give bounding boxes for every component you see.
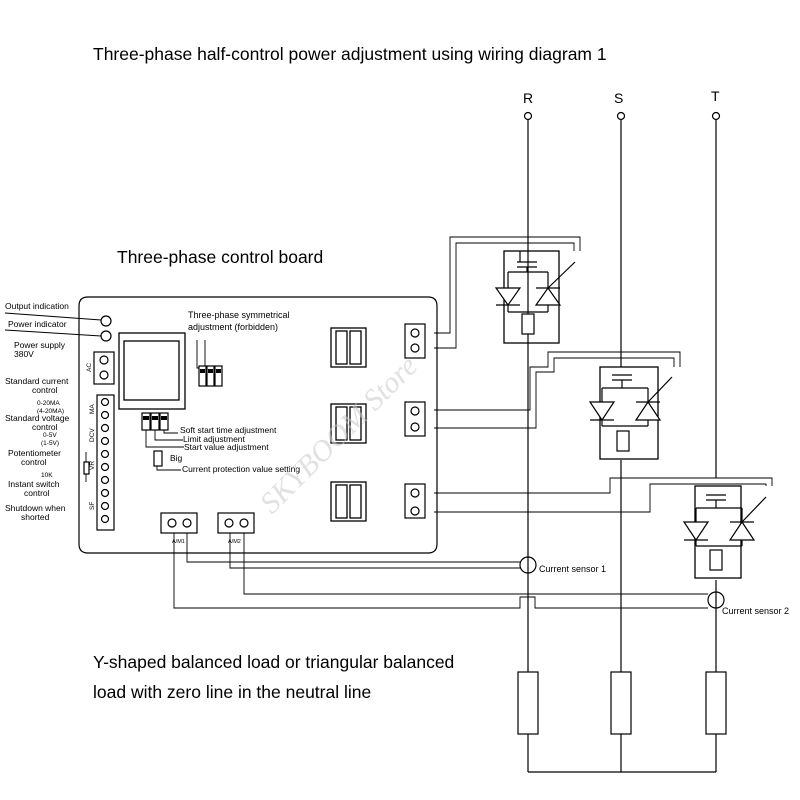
label-output-indication: Output indication [5,301,69,311]
phase-lines [527,120,717,672]
current-sensor-2-ring [707,591,725,609]
load-resistor-s [610,671,632,735]
load-description-line-2: load with zero line in the neutral line [93,682,371,702]
current-sensor-1-label: Current sensor 1 [539,564,606,574]
control-board [78,296,438,554]
label-symmetrical: Three-phase symmetrical [188,310,290,320]
label-instant-switch: Instant switch [8,479,60,489]
terminal-label-sf: SF [89,502,96,510]
label-pot-value: 10K [41,472,53,479]
label-standard-current-2: control [32,385,58,395]
thyristor-module-s [588,349,673,460]
label-v-range-2: (1-5V) [41,440,59,447]
label-soft-start: Soft start time adjustment [180,425,277,435]
balanced-loads [517,671,727,773]
indicator-leds [4,312,112,342]
label-ma-range: 0-20MA [37,400,60,407]
load-resistor-r [517,671,539,735]
label-big: Big [170,453,183,463]
phase-terminal-t [711,111,721,121]
terminal-label-vr: VR [89,461,96,470]
phase-label-s: S [614,90,623,106]
phase-terminal-s [616,111,626,121]
current-sensor-2-label: Current sensor 2 [722,606,789,616]
symmetrical-jumpers: Three-phase symmetrical adjustment (forb… [188,310,290,387]
thyristor-module-t [682,485,767,579]
label-instant-switch-2: control [24,488,50,498]
label-potentiometer-2: control [21,457,47,467]
left-terminal-strip: AC MA DCV VR SF [83,351,115,531]
label-shutdown: Shutdown when [5,503,66,513]
load-description-line-1: Y-shaped balanced load or triangular bal… [93,652,454,672]
watermark: SKYBOOM Store [254,349,424,519]
label-current-protection: Current protection value setting [182,464,300,474]
label-limit: Limit adjustment [183,434,246,444]
terminal-label-ac: AC [86,363,93,372]
label-standard-current: Standard current [5,376,69,386]
load-resistor-t [705,671,727,735]
bottom-terminals: A/M1 A/M2 [160,512,255,545]
label-am1: A/M1 [172,539,185,545]
label-shutdown-2: shorted [21,512,50,522]
label-standard-voltage: Standard voltage [5,413,70,423]
label-am2: A/M2 [228,539,241,545]
transformer [118,332,186,410]
diagram-title: Three-phase half-control power adjustmen… [93,44,607,64]
output-led-icon [100,315,112,327]
label-power-indicator: Power indicator [8,319,67,329]
phase-inputs: R S T [523,88,721,121]
left-labels: Output indication Power indicator Power … [5,301,70,522]
label-start-value: Start value adjustment [184,442,269,452]
trim-pots: Soft start time adjustment Limit adjustm… [141,412,300,474]
terminal-label-dcv: DCV [89,428,96,442]
right-terminals [404,323,426,519]
terminal-label-ma: MA [89,404,96,414]
label-standard-voltage-2: control [32,422,58,432]
label-v-range: 0-5V [43,432,57,439]
phase-label-t: T [711,88,720,104]
board-relays [330,327,367,522]
power-led-icon [100,330,112,342]
current-sensor-1-ring [519,556,537,574]
label-potentiometer: Potentiometer [8,448,61,458]
label-symmetrical-2: adjustment (forbidden) [188,322,278,332]
label-power-supply: Power supply [14,340,66,350]
gate-wiring [434,236,773,513]
label-ma-range-2: (4-20MA) [37,408,64,415]
label-power-voltage: 380V [14,349,34,359]
phase-terminal-r [523,111,533,121]
phase-label-r: R [523,90,533,106]
thyristor-module-r [494,250,576,344]
board-title: Three-phase control board [117,247,323,267]
